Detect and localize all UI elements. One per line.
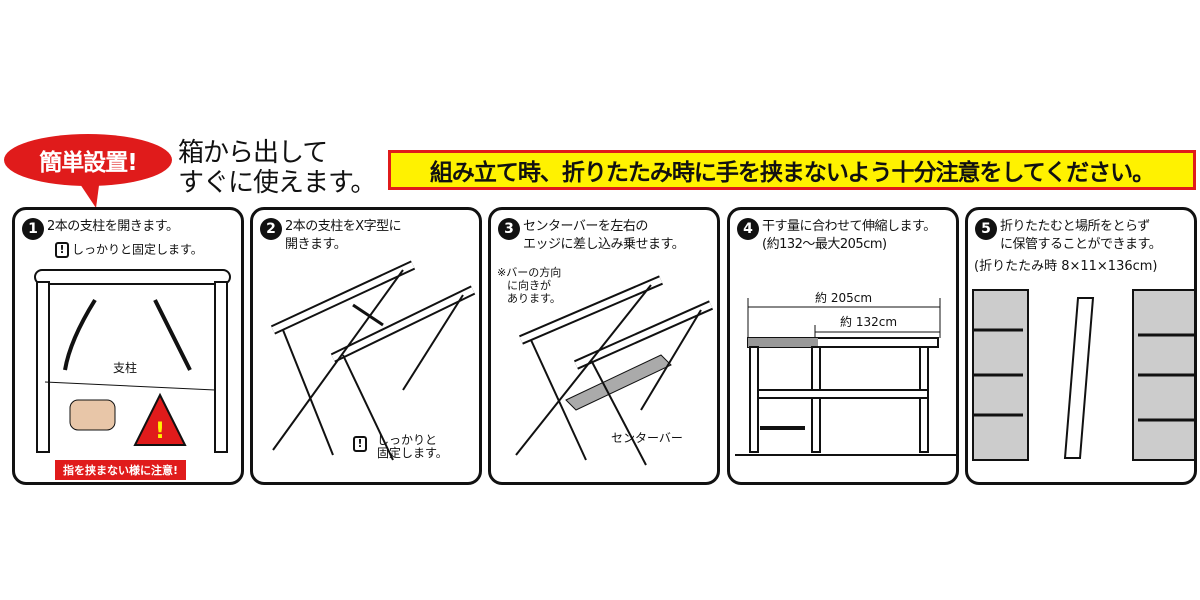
dim-min: 約 132cm	[840, 315, 898, 329]
step-2-panel: 2 2本の支柱をX字型に開きます。 ! しっかりと固定します。	[250, 207, 482, 485]
exclamation-icon: !	[353, 436, 367, 452]
step-5-panel: 5 折りたたむと場所をとらずに保管することができます。 (折りたたみ時 8×11…	[965, 207, 1197, 485]
step-text-line: センターバーを左右の	[523, 219, 648, 234]
exclamation-icon: !	[55, 242, 69, 258]
headline-line1: 箱から出して	[178, 138, 328, 168]
step-note: 固定します。	[377, 446, 448, 460]
step-text-line: に保管することができます。	[1000, 237, 1162, 252]
step-text-line: 干す量に合わせて伸縮します。	[762, 219, 936, 234]
step-text-line: 2本の支柱をX字型に	[285, 219, 402, 234]
step-number: 4	[737, 218, 759, 240]
step-text: センターバーを左右のエッジに差し込み乗せます。	[523, 218, 685, 254]
step-text: 折りたたむと場所をとらずに保管することができます。	[1000, 218, 1162, 254]
step-text-line: エッジに差し込み乗せます。	[523, 237, 685, 252]
callout-text: 簡単設置!	[39, 150, 137, 176]
step-note: しっかりと固定します。	[72, 242, 203, 257]
step-1-panel: 1 2本の支柱を開きます。 !しっかりと固定します。 ! 支柱 指を挟まない様に…	[12, 207, 244, 485]
center-bar-label: センターバー	[611, 431, 683, 445]
finger-warning-label: 指を挟まない様に注意!	[55, 460, 187, 480]
step-text-line: 開きます。	[285, 237, 347, 252]
step-3-panel: 3 センターバーを左右のエッジに差し込み乗せます。 ※バーの方向に向きがあります…	[488, 207, 720, 485]
step-text: 2本の支柱を開きます。	[47, 219, 179, 234]
warning-banner: 組み立て時、折りたたみ時に手を挟まないよう十分注意をしてください。	[388, 150, 1196, 190]
step-text-line: (約132〜最大205cm)	[762, 237, 887, 252]
step-number: 2	[260, 218, 282, 240]
step-note: あります。	[507, 292, 561, 305]
folded-size: (折りたたみ時 8×11×136cm)	[974, 259, 1158, 274]
storage-illustration	[972, 289, 1194, 461]
step-4-panel: 4 干す量に合わせて伸縮します。 (約132〜最大205cm) 約 205cm 約…	[727, 207, 959, 485]
step-note: しっかりと	[377, 433, 438, 447]
step-text: 干す量に合わせて伸縮します。 (約132〜最大205cm)	[762, 218, 936, 254]
x-frame-illustration	[270, 260, 476, 461]
easy-setup-callout: 簡単設置!	[4, 134, 172, 186]
step-note: に向きが	[507, 279, 551, 292]
stand-open-illustration: !	[34, 269, 231, 453]
step-number: 5	[975, 218, 997, 240]
center-bar-illustration	[515, 275, 714, 466]
step-text-line: 折りたたむと場所をとらず	[1000, 219, 1150, 234]
dim-max: 約 205cm	[815, 291, 873, 305]
svg-text:!: !	[155, 419, 165, 444]
post-label: 支柱	[113, 361, 138, 375]
step-note: ※バーの方向	[497, 266, 562, 279]
headline-line2: すぐに使えます。	[178, 168, 376, 198]
extension-illustration	[735, 298, 956, 456]
step-number: 1	[22, 218, 44, 240]
step-number: 3	[498, 218, 520, 240]
step-text: 2本の支柱をX字型に開きます。	[285, 218, 402, 254]
headline: 箱から出して すぐに使えます。	[178, 138, 376, 198]
